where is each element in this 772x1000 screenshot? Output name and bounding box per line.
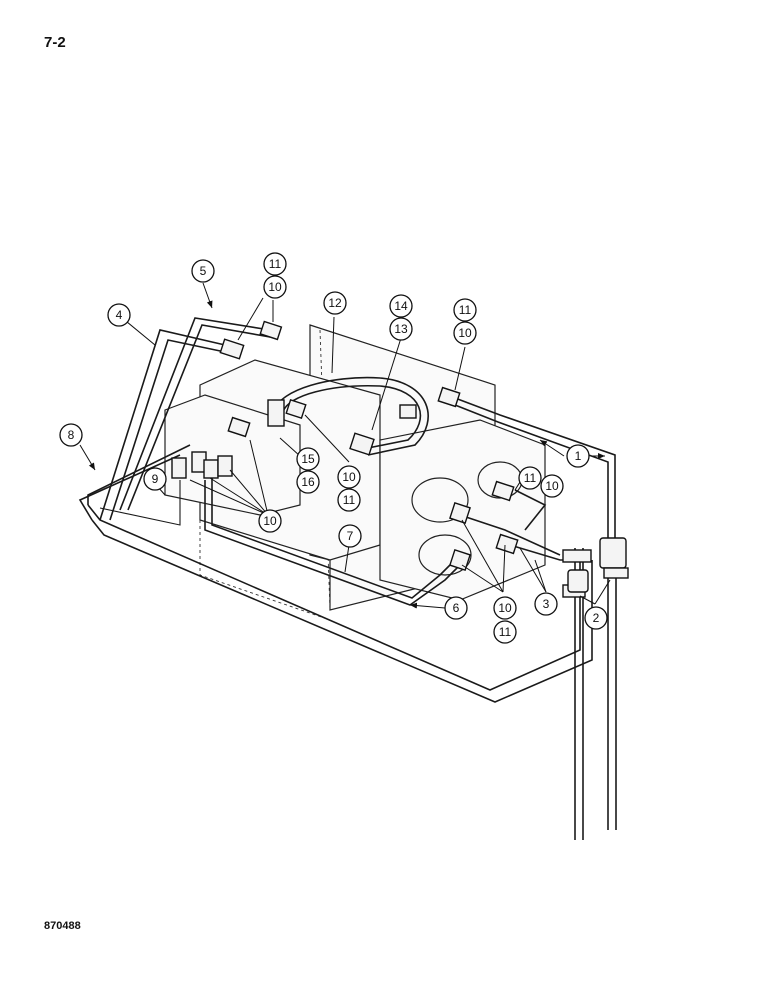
svg-text:3: 3 <box>543 597 550 611</box>
svg-text:7: 7 <box>347 529 354 543</box>
callout-11: 11 <box>453 298 477 322</box>
svg-text:2: 2 <box>593 611 600 625</box>
callout-16: 16 <box>296 470 320 494</box>
callout-7: 7 <box>338 524 362 548</box>
svg-text:11: 11 <box>499 625 512 639</box>
svg-text:13: 13 <box>394 322 408 336</box>
callout-12: 12 <box>323 291 347 315</box>
callout-10: 10 <box>540 474 564 498</box>
svg-text:10: 10 <box>458 326 472 340</box>
callout-10: 10 <box>263 275 287 299</box>
callout-10: 10 <box>258 509 282 533</box>
callout-2: 2 <box>584 606 608 630</box>
svg-text:10: 10 <box>545 479 559 493</box>
callout-3: 3 <box>534 592 558 616</box>
svg-text:9: 9 <box>152 472 159 486</box>
page-number: 7-2 <box>44 34 66 51</box>
svg-text:6: 6 <box>453 601 460 615</box>
svg-text:5: 5 <box>200 264 207 278</box>
callout-6: 6 <box>444 596 468 620</box>
callout-10: 10 <box>453 321 477 345</box>
svg-text:4: 4 <box>116 308 123 322</box>
svg-text:10: 10 <box>263 514 277 528</box>
svg-text:10: 10 <box>342 470 356 484</box>
leader-lines <box>79 282 611 609</box>
figure-id: 870488 <box>44 920 81 932</box>
fittings <box>171 320 629 598</box>
svg-text:10: 10 <box>498 601 512 615</box>
svg-text:11: 11 <box>459 303 472 317</box>
svg-text:11: 11 <box>269 257 282 271</box>
svg-text:1: 1 <box>575 449 582 463</box>
svg-text:8: 8 <box>68 428 75 442</box>
svg-text:14: 14 <box>394 299 408 313</box>
callout-11: 11 <box>337 488 361 512</box>
callout-10: 10 <box>493 596 517 620</box>
callouts: 4 5 11 10 12 14 13 11 10 8 9 10 15 16 10… <box>59 252 608 644</box>
svg-text:11: 11 <box>524 471 537 485</box>
callout-8: 8 <box>59 423 83 447</box>
callout-11: 11 <box>263 252 287 276</box>
callout-9: 9 <box>143 467 167 491</box>
callout-1: 1 <box>566 444 590 468</box>
svg-text:10: 10 <box>268 280 282 294</box>
svg-text:12: 12 <box>328 296 342 310</box>
callout-5: 5 <box>191 259 215 283</box>
callout-13: 13 <box>389 317 413 341</box>
callout-11: 11 <box>493 620 517 644</box>
svg-text:16: 16 <box>301 475 315 489</box>
callout-15: 15 <box>296 447 320 471</box>
callout-10: 10 <box>337 465 361 489</box>
callout-14: 14 <box>389 294 413 318</box>
svg-text:11: 11 <box>343 493 356 507</box>
svg-text:15: 15 <box>301 452 315 466</box>
callout-4: 4 <box>107 303 131 327</box>
callout-11: 11 <box>518 466 542 490</box>
